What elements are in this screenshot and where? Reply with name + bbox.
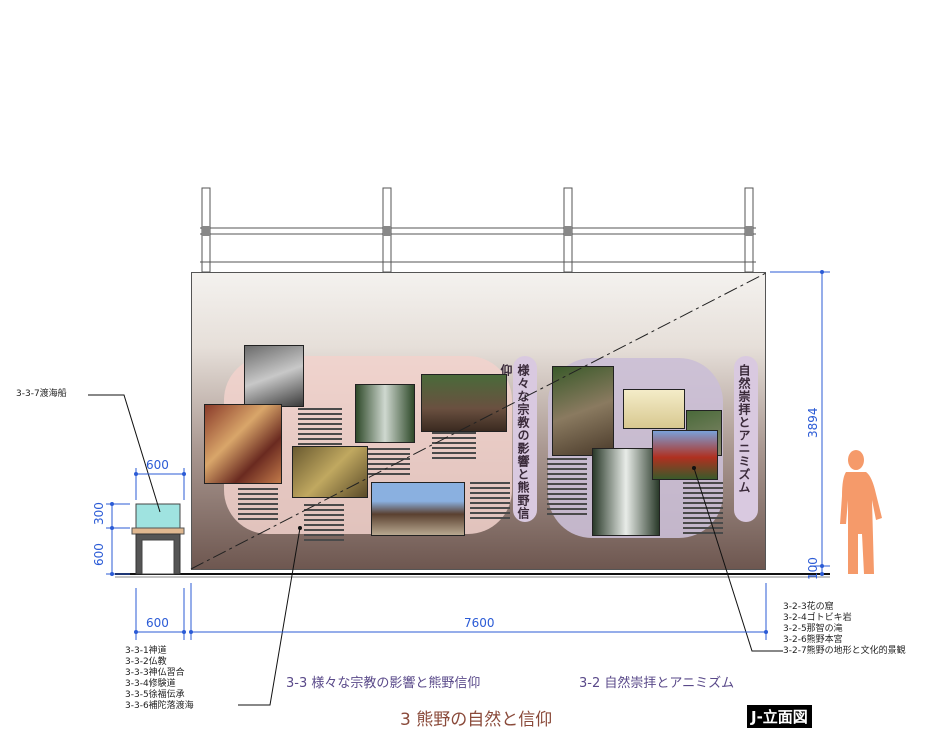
photo-shrine-roof [421, 374, 507, 432]
text-block [470, 482, 510, 519]
callout-item: 3-3-5徐福伝承 [125, 690, 185, 700]
photo-nachi-waterfall [592, 448, 660, 536]
callout-item: 3-3-1神道 [125, 646, 167, 656]
main-title: 3 熊野の自然と信仰 [400, 710, 553, 730]
text-block [298, 408, 342, 445]
display-case-icon [131, 503, 185, 575]
panel-3-3-text: 様々な宗教の影響と熊野信仰 [499, 364, 530, 520]
callout-item: 3-2-3花の窟 [783, 602, 834, 612]
human-silhouette-icon [840, 450, 882, 574]
callout-item: 3-3-4修験道 [125, 679, 176, 689]
view-badge: J-立面図 [747, 705, 812, 728]
section-title-3-3: 3-3 様々な宗教の影響と熊野信仰 [286, 676, 481, 691]
callout-item: 3-2-5那智の滝 [783, 624, 843, 634]
callout-item: 3-2-6熊野本宮 [783, 635, 843, 645]
dim-width-total: 7600 [464, 616, 495, 630]
callout-item: 3-3-3神仏習合 [125, 668, 185, 678]
dim-case-width-top: 600 [146, 458, 169, 472]
callout-boat: 3-3-7渡海船 [16, 389, 67, 399]
section-title-3-2: 3-2 自然崇拝とアニミズム [579, 676, 735, 691]
callout-list-left: 3-3-1神道 3-3-2仏教 3-3-3神仏習合 3-3-4修験道 3-3-5… [125, 646, 194, 712]
text-block [238, 488, 278, 520]
dim-case-width-bottom: 600 [146, 616, 169, 630]
photo-mandala-painting [204, 404, 282, 484]
photo-rock-cliff [552, 366, 614, 456]
text-block [304, 504, 344, 541]
text-block [547, 458, 587, 515]
dim-case-height-upper: 300 [92, 502, 106, 525]
panel-3-2-text: 自然崇拝とアニミズム [737, 364, 751, 494]
callout-item: 3-3-6補陀落渡海 [125, 701, 194, 711]
text-block [368, 448, 410, 475]
panel-3-2-title: 自然崇拝とアニミズム [734, 356, 758, 522]
photo-red-shrine [652, 430, 718, 480]
photo-waterfall-small [355, 384, 415, 443]
callout-list-right: 3-2-3花の窟 3-2-4ゴトビキ岩 3-2-5那智の滝 3-2-6熊野本宮 … [783, 602, 906, 657]
photo-shrine-buildings [371, 482, 465, 536]
text-block [432, 432, 476, 459]
callout-item: 3-2-4ゴトビキ岩 [783, 613, 852, 623]
photo-ink-landscape [623, 389, 685, 429]
callout-item: 3-2-7熊野の地形と文化的景観 [783, 646, 906, 656]
callout-item: 3-3-2仏教 [125, 657, 167, 667]
panel-3-3-title: 様々な宗教の影響と熊野信仰 [499, 356, 537, 522]
dim-height-total: 3894 [806, 407, 820, 438]
dim-height-base: 100 [806, 557, 820, 580]
dim-case-height-lower: 600 [92, 543, 106, 566]
